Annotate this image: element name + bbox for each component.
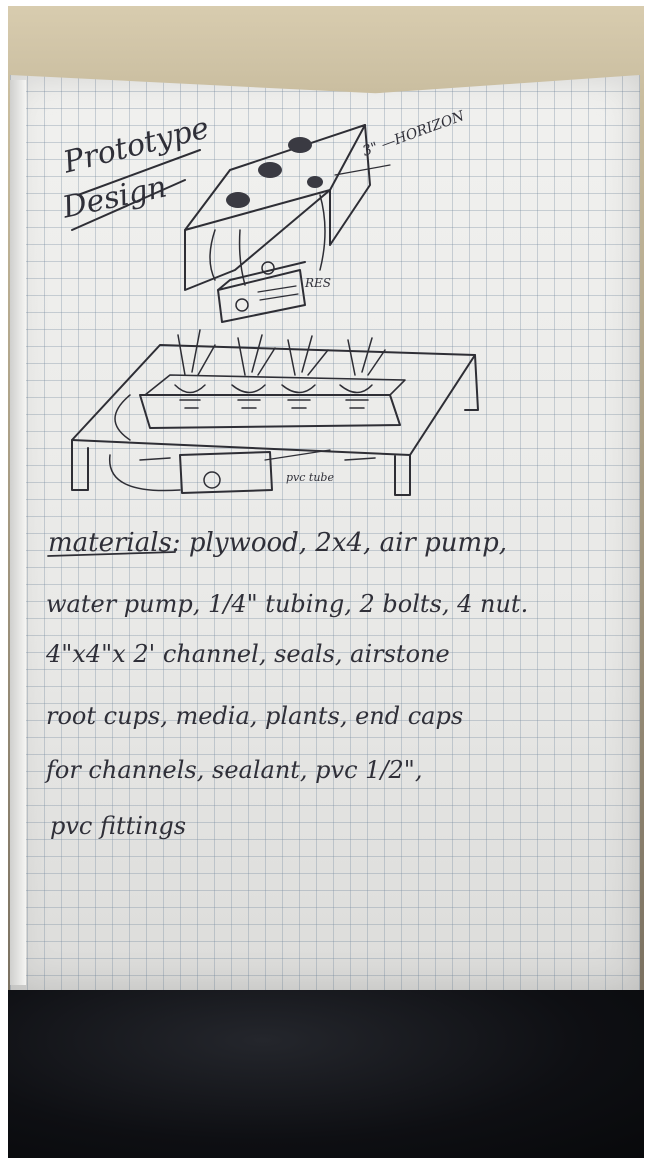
dark-background — [8, 990, 644, 1158]
pvc-tube-label: pvc tube — [286, 471, 334, 484]
notebook-binding — [10, 80, 26, 985]
plant-1-icon — [174, 329, 216, 409]
materials-line: pvc fittings — [50, 812, 187, 840]
materials-line: root cups, media, plants, end caps — [46, 702, 464, 730]
materials-line: 4"x4"x 2' channel, seals, airstone — [46, 640, 450, 668]
reservoir-sketch — [217, 261, 306, 323]
materials-line: water pump, 1/4" tubing, 2 bolts, 4 nut. — [46, 590, 529, 618]
plant-2-icon — [231, 334, 276, 409]
table-sketch — [71, 329, 479, 496]
materials-line: for channels, sealant, pvc 1/2", — [46, 756, 423, 784]
title-underline-2 — [71, 179, 186, 231]
materials-line: materials: plywood, 2x4, air pump, — [48, 528, 508, 558]
plant-3-icon — [281, 335, 329, 409]
materials-underline — [47, 551, 176, 557]
top-channel-sketch — [184, 124, 391, 291]
res-label: RES — [305, 276, 332, 290]
title-underline — [77, 149, 201, 196]
plant-4-icon — [339, 337, 386, 409]
